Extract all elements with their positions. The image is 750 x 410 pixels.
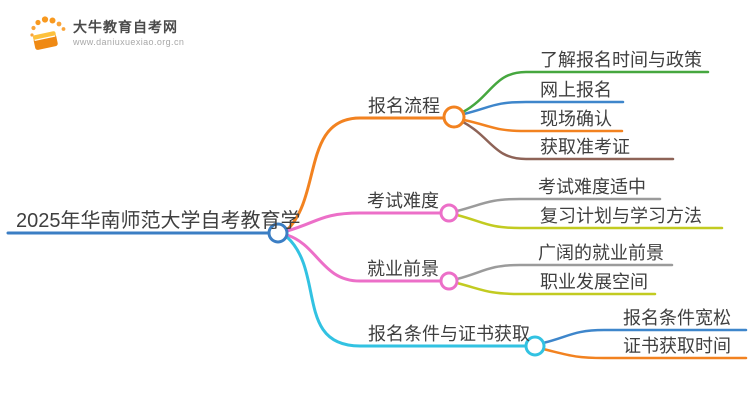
leaf-node-label: 广阔的就业前景: [538, 243, 664, 263]
site-logo: 大牛教育自考网 www.daniuxuexiao.org.cn: [28, 14, 184, 54]
leaf-node-label: 复习计划与学习方法: [540, 206, 702, 226]
branch3-junction-circle: [439, 271, 459, 291]
leaf-node-label: 考试难度适中: [538, 177, 646, 197]
branch-node-label: 就业前景: [367, 259, 439, 279]
leaf-node-label: 证书获取时间: [623, 336, 731, 356]
leaf-node-label: 报名条件宽松: [623, 308, 731, 328]
root-junction-circle: [267, 222, 289, 244]
branch-node-label: 报名条件与证书获取: [368, 324, 530, 344]
leaf-node-label: 了解报名时间与政策: [540, 50, 702, 70]
leaf-node-label: 职业发展空间: [540, 272, 648, 292]
branch-node-label: 考试难度: [367, 191, 439, 211]
leaf-node-label: 网上报名: [540, 80, 612, 100]
root-node-label: 2025年华南师范大学自考教育学: [16, 210, 301, 232]
branch1-junction-circle: [442, 105, 466, 129]
leaf-node-label: 现场确认: [540, 109, 612, 129]
branch4-junction-circle: [524, 335, 546, 357]
book-icon: [30, 16, 66, 50]
leaf-node-label: 获取准考证: [540, 137, 630, 157]
logo-text-block: 大牛教育自考网 www.daniuxuexiao.org.cn: [73, 14, 184, 48]
logo-title: 大牛教育自考网: [73, 19, 178, 35]
branch2-junction-circle: [439, 203, 459, 223]
logo-url: www.daniuxuexiao.org.cn: [73, 37, 185, 47]
branch-node-label: 报名流程: [368, 96, 440, 116]
